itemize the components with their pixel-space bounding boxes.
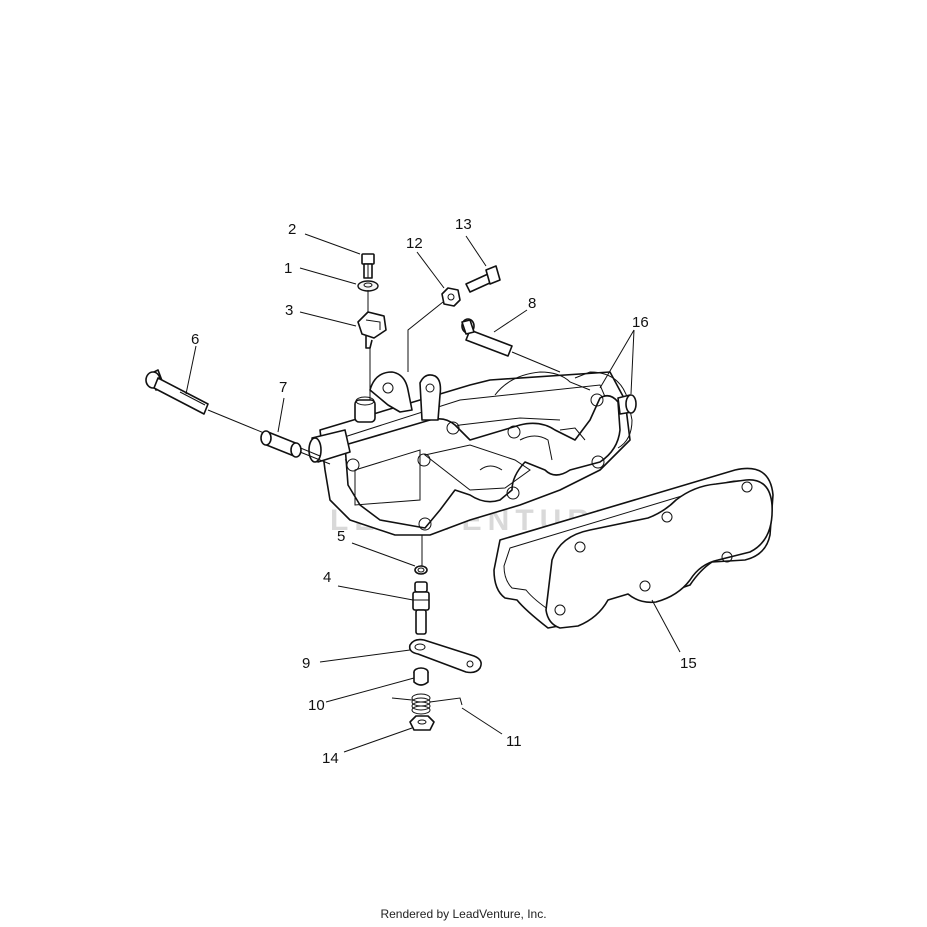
- callout-4: 4: [323, 569, 331, 586]
- callout-labels: 1 2 3 4 5 6 7 8 9 10 11 12 13 14 15 16: [191, 216, 697, 767]
- bolt-8: [461, 318, 561, 373]
- nut-12: [441, 287, 461, 307]
- callout-5: 5: [337, 528, 345, 545]
- callout-1: 1: [284, 260, 292, 277]
- callout-6: 6: [191, 331, 199, 348]
- callout-2: 2: [288, 221, 296, 238]
- intake-manifold-housing: [319, 371, 633, 536]
- lever-9: [408, 638, 482, 674]
- nut-14: [409, 715, 435, 731]
- bolt-2: [361, 253, 375, 279]
- gasket-16: [545, 479, 773, 629]
- footer-credit: Rendered by LeadVenture, Inc.: [380, 907, 547, 921]
- callout-10: 10: [308, 697, 325, 714]
- callout-13: 13: [455, 216, 472, 233]
- bolt-13: [465, 265, 501, 293]
- o-ring-5: [414, 565, 428, 575]
- callout-8: 8: [528, 295, 536, 312]
- clip-3: [357, 311, 387, 349]
- bushing-10: [413, 667, 429, 686]
- callout-3: 3: [285, 302, 293, 319]
- callout-12: 12: [406, 235, 423, 252]
- callout-14: 14: [322, 750, 339, 767]
- callout-9: 9: [302, 655, 310, 672]
- callout-16: 16: [632, 314, 649, 331]
- side-port: [308, 429, 351, 463]
- leader-lines: [185, 233, 681, 753]
- bolt-6: [145, 369, 321, 457]
- callout-11: 11: [506, 733, 522, 750]
- callout-7: 7: [279, 379, 287, 396]
- sleeve-7: [260, 430, 331, 465]
- callout-15: 15: [680, 655, 697, 672]
- washer-1: [357, 280, 379, 292]
- spring-11: [391, 693, 463, 715]
- shaft-4: [412, 581, 430, 635]
- mount-bracket: [354, 371, 442, 423]
- right-port: [617, 394, 637, 415]
